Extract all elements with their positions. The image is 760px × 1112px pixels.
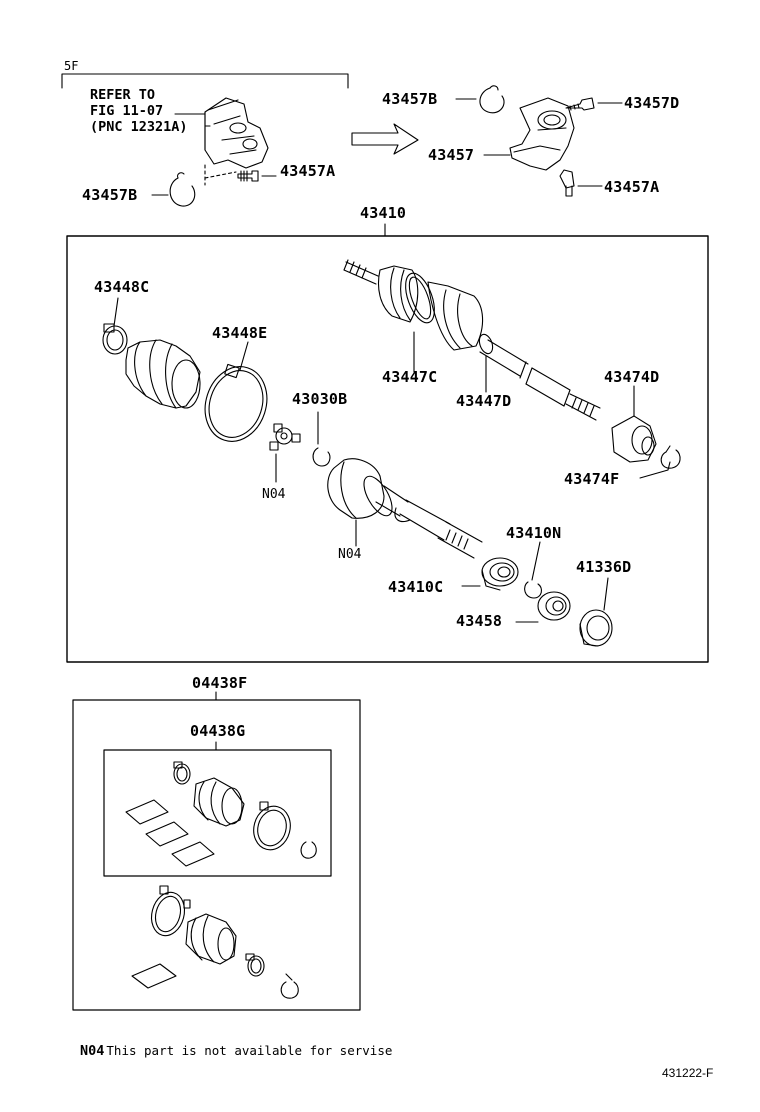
label-n04-shaft: N04 [338,547,362,562]
label-43447d[interactable]: 43447D [456,392,512,410]
kit-g-clamp-small [173,761,191,785]
bolt-43457d-drawing [565,97,623,111]
label-43410c[interactable]: 43410C [388,578,444,596]
footnote-text: This part is not available for servise [106,1043,393,1058]
label-43458[interactable]: 43458 [456,612,503,630]
kit-g-boot [193,777,245,827]
bearing-43410c-drawing [461,557,519,591]
kit-f-clamp-small [245,953,265,977]
bearing-bracket-ref-drawing [174,97,269,186]
label-43448c[interactable]: 43448C [94,278,150,296]
kit-f-clamp-large [150,885,191,937]
kit-g-grease-packets [125,799,215,867]
label-43457b-left[interactable]: 43457B [82,186,138,204]
clamp-43448c-drawing [102,297,128,355]
label-04438g[interactable]: 04438G [190,722,246,740]
boot-kit-04438g-box [103,741,332,877]
snap-ring-43030b-drawing [312,411,331,467]
refer-line-3[interactable]: (PNC 12321A) [90,119,188,135]
kit-f-clip [280,973,299,999]
driveshaft-inner-drawing [327,458,483,559]
section-5f-bracket [61,73,349,89]
label-43410[interactable]: 43410 [360,204,407,222]
label-43448e[interactable]: 43448E [212,324,268,342]
clip-43457b-right-drawing [455,85,505,114]
label-04438f[interactable]: 04438F [192,674,248,692]
boot-kit-04438f-box [72,691,361,1011]
kit-g-snap-ring [300,841,317,859]
bolt-43457a-right-drawing [559,169,603,197]
bolt-43457a-left-drawing [237,170,277,182]
figure-id: 431222-F [662,1066,714,1080]
cup-43474d-drawing [611,385,657,463]
section-tag: 5F [64,59,79,73]
boot-inner-drawing [125,339,201,409]
snap-ring-43410n-drawing [524,541,543,599]
label-43030b[interactable]: 43030B [292,390,348,408]
label-43457a-right[interactable]: 43457A [604,178,660,196]
clamp-43448e-drawing [204,341,268,442]
refer-line-2[interactable]: FIG 11-07 [90,103,164,119]
label-43457[interactable]: 43457 [428,146,475,164]
driveshaft-outer-drawing [343,259,601,421]
bracket-43457-drawing [483,97,575,171]
label-43474f[interactable]: 43474F [564,470,620,488]
label-41336d[interactable]: 41336D [576,558,632,576]
refer-line-1: REFER TO [90,87,156,103]
arrow-icon [351,123,419,155]
footnote-code: N04 [80,1043,105,1059]
seal-43458-drawing [515,591,571,623]
tripod-joint-drawing [269,423,301,483]
label-43457b-top[interactable]: 43457B [382,90,438,108]
clip-43474f-drawing [639,445,681,479]
label-43447c[interactable]: 43447C [382,368,438,386]
clip-43457b-left-drawing [151,172,196,207]
label-43457a-left[interactable]: 43457A [280,162,336,180]
seal-41336d-drawing [579,577,613,647]
label-43474d[interactable]: 43474D [604,368,660,386]
label-43410n[interactable]: 43410N [506,524,562,542]
kit-f-boot [185,913,237,965]
kit-f-grease-packet [131,963,177,989]
kit-g-clamp-large [253,801,291,851]
label-n04-tripod: N04 [262,487,286,502]
label-43457d[interactable]: 43457D [624,94,680,112]
assembly-43410-box [66,223,709,663]
